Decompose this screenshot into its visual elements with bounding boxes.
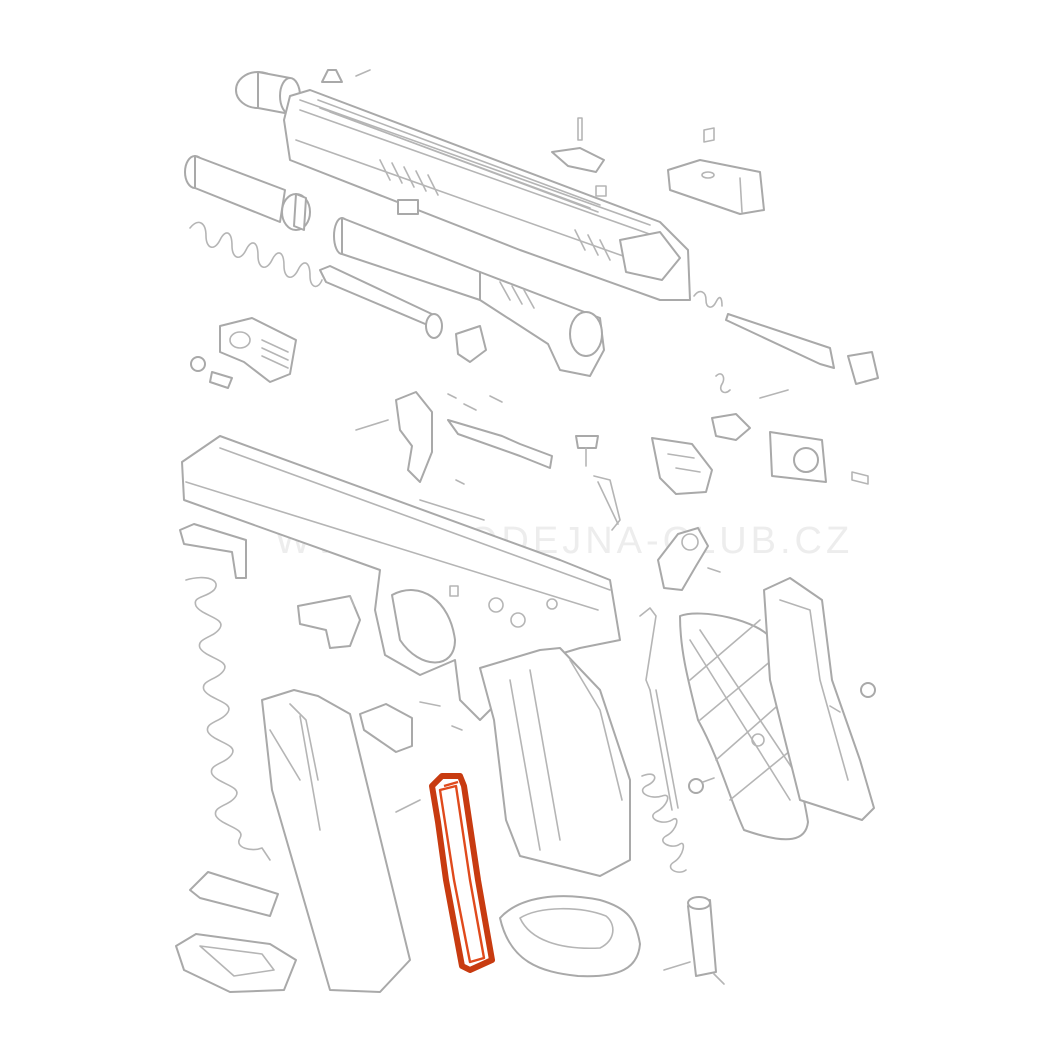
frame [181,435,621,721]
mainspring-housing-pin [663,896,725,985]
rear-sight [667,127,765,215]
hammer-spring [641,773,687,873]
slide-stop [297,595,361,649]
highlighted-magazine-catch-spring-rail[interactable] [429,773,495,973]
grip-panel-checkered [679,612,809,841]
front-sight [321,69,371,83]
grip-panel-plain [763,577,876,821]
trigger [355,391,433,483]
trigger-bar [447,393,553,485]
magazine-spring [185,576,271,861]
thumb-safety-left [219,317,297,383]
grip-frame [479,647,631,877]
magazine-floorplate [175,933,297,993]
disconnector [711,389,789,441]
basepad-large [499,895,641,978]
magazine-tube [261,689,411,993]
screws-left [190,356,233,389]
grip-screw [688,777,715,794]
magazine-floorplate-insert [189,871,279,917]
hammer [657,527,721,591]
magazine-catch [359,701,463,813]
mainspring-cap [769,431,869,485]
slide [283,89,691,301]
firing-pin-group [693,290,879,385]
magazine-follower [179,523,247,579]
extractor-parts [551,117,607,197]
recoil-spring [189,221,323,288]
guide-rod-tube [184,155,311,231]
slide-stop-block [455,325,487,363]
barrel [333,217,605,377]
sear-spring [715,373,731,394]
hammer-strut [575,435,621,531]
guide-rod [319,265,443,339]
hammer-spring-plunger [639,607,679,811]
sear-housing [651,437,713,495]
